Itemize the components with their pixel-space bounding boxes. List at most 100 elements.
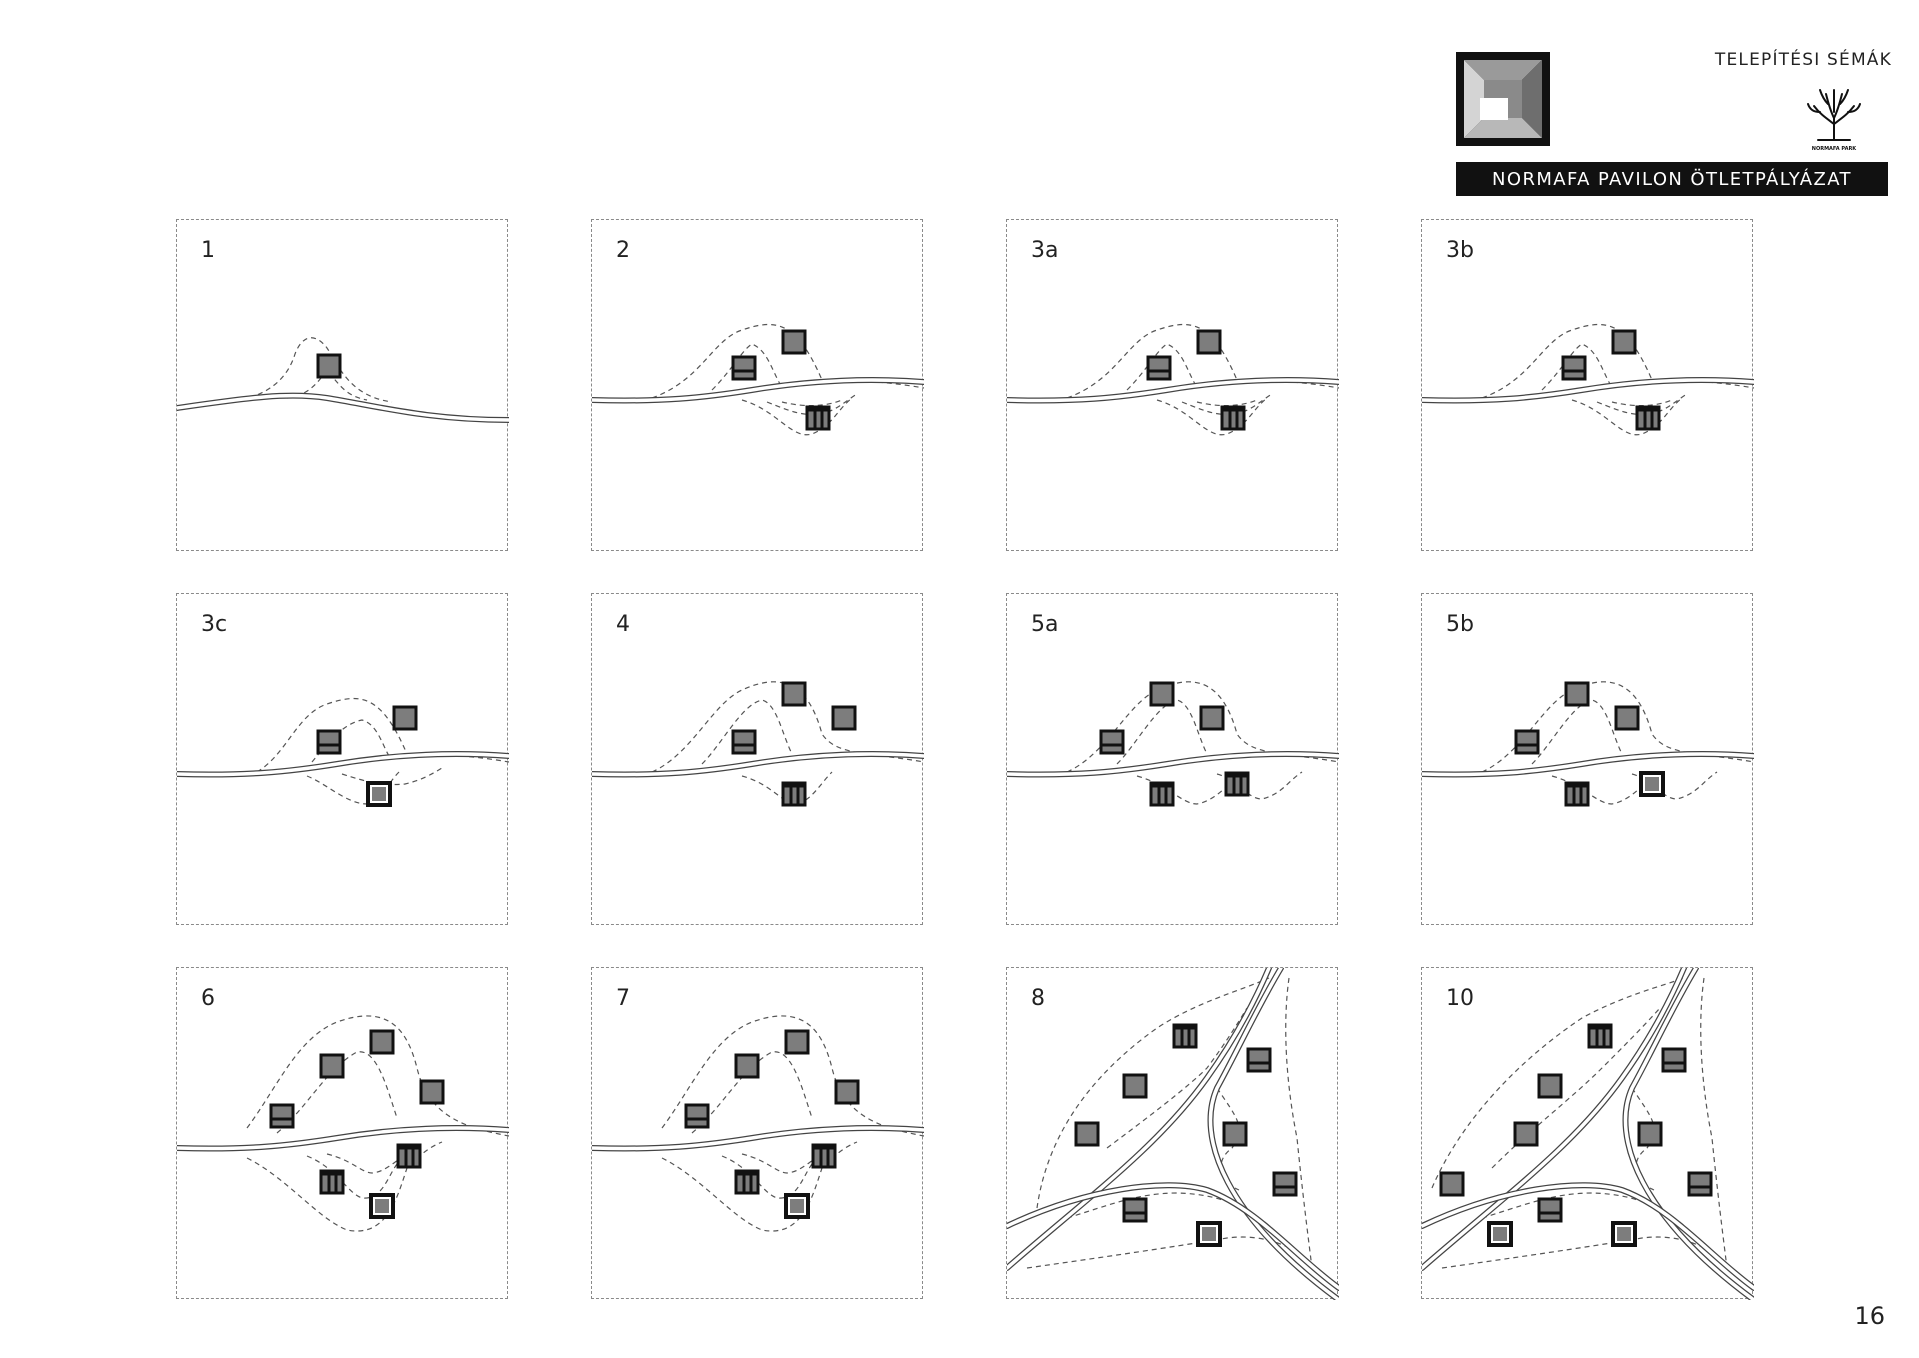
scheme-panel-5b: 5b — [1421, 593, 1754, 925]
zone-outline — [276, 1051, 398, 1134]
zone-outline — [691, 1051, 813, 1134]
page-title: NORMAFA PAVILON ÖTLETPÁLYÁZAT — [1492, 168, 1852, 190]
road-path-inner — [1007, 378, 1339, 403]
panel-label: 6 — [201, 986, 215, 1011]
panel-label: 1 — [201, 238, 215, 263]
scheme-diagram — [1007, 323, 1339, 436]
scheme-diagram — [177, 697, 509, 807]
scheme-diagram — [177, 337, 509, 423]
panel-label: 7 — [616, 986, 630, 1011]
road-path-inner — [177, 393, 509, 422]
scheme-panel-5a: 5a — [1006, 593, 1339, 925]
pavilion-building-icon — [1637, 1121, 1663, 1147]
zone-outline — [1196, 399, 1258, 407]
scheme-diagram — [1007, 968, 1339, 1300]
road-path-inner — [177, 1126, 509, 1151]
zone-outline — [701, 699, 793, 765]
pavilion-building-icon — [1611, 1221, 1637, 1247]
pavilion-building-icon — [1196, 329, 1222, 355]
scheme-diagram — [1422, 681, 1754, 807]
pavilion-building-icon — [1122, 1073, 1148, 1099]
pavilion-building-icon — [369, 1193, 395, 1219]
pavilion-logo-icon — [1456, 52, 1550, 146]
panel-label: 5a — [1031, 612, 1059, 637]
pavilion-building-icon — [319, 1169, 345, 1195]
pavilion-building-icon — [1146, 355, 1172, 381]
scheme-panel-10: 10 — [1421, 967, 1754, 1300]
zone-outline — [1156, 397, 1268, 436]
pavilion-building-icon — [1220, 405, 1246, 431]
road-path-inner — [1422, 752, 1754, 777]
zone-outline — [1285, 977, 1313, 1269]
pavilion-building-icon — [392, 705, 418, 731]
pavilion-building-icon — [784, 1193, 810, 1219]
road-path-inner — [592, 378, 924, 403]
scheme-panel-4: 4 — [591, 593, 924, 925]
pavilion-building-icon — [1099, 729, 1125, 755]
pavilion-building-icon — [1149, 781, 1175, 807]
pavilion-building-icon — [684, 1103, 710, 1129]
pavilion-building-icon — [1564, 781, 1590, 807]
pavilion-building-icon — [316, 353, 342, 379]
scheme-panel-3a: 3a — [1006, 219, 1339, 551]
road-path-inner — [1007, 1183, 1339, 1290]
road-path-inner — [1623, 968, 1754, 1300]
pavilion-building-icon — [419, 1079, 445, 1105]
pavilion-building-icon — [1074, 1121, 1100, 1147]
zone-outline — [1700, 977, 1728, 1269]
pavilion-building-icon — [781, 681, 807, 707]
road-path — [1007, 968, 1272, 1271]
pavilion-building-icon — [1661, 1047, 1687, 1073]
pavilion-building-icon — [366, 781, 392, 807]
scheme-panel-1: 1 — [176, 219, 509, 551]
pavilion-building-icon — [1635, 405, 1661, 431]
pavilion-building-icon — [1564, 681, 1590, 707]
pavilion-building-icon — [1246, 1047, 1272, 1073]
zone-outline — [1531, 699, 1623, 765]
road-path-inner — [592, 752, 924, 777]
pavilion-building-icon — [1687, 1171, 1713, 1197]
pavilion-building-icon — [319, 1053, 345, 1079]
zone-outline — [1106, 1007, 1248, 1149]
pavilion-building-icon — [1639, 771, 1665, 797]
pavilion-building-icon — [734, 1169, 760, 1195]
pavilion-building-icon — [1172, 1023, 1198, 1049]
panel-label: 2 — [616, 238, 630, 263]
scheme-panel-7: 7 — [591, 967, 924, 1299]
pavilion-building-icon — [1196, 1221, 1222, 1247]
zone-outline — [1216, 1087, 1240, 1191]
scheme-panel-8: 8 — [1006, 967, 1339, 1300]
pavilion-building-icon — [811, 1143, 837, 1169]
road-path-inner — [592, 1126, 924, 1151]
pavilion-building-icon — [1272, 1171, 1298, 1197]
pavilion-building-icon — [1611, 329, 1637, 355]
title-bar: NORMAFA PAVILON ÖTLETPÁLYÁZAT — [1456, 162, 1888, 196]
road-path — [1422, 1182, 1754, 1291]
pavilion-building-icon — [805, 405, 831, 431]
pavilion-building-icon — [731, 355, 757, 381]
pavilion-building-icon — [396, 1143, 422, 1169]
pavilion-building-icon — [1537, 1197, 1563, 1223]
zone-outline — [1551, 773, 1658, 805]
pavilion-building-icon — [831, 705, 857, 731]
road-path — [1007, 1182, 1339, 1291]
zone-outline — [1116, 699, 1208, 765]
pavilion-building-icon — [1487, 1221, 1513, 1247]
zone-outline — [231, 337, 393, 403]
panel-label: 4 — [616, 612, 630, 637]
panel-label: 10 — [1446, 986, 1474, 1011]
pavilion-building-icon — [1122, 1197, 1148, 1223]
zone-outline — [1611, 399, 1673, 407]
pavilion-building-icon — [1224, 771, 1250, 797]
pavilion-building-icon — [1537, 1073, 1563, 1099]
scheme-panel-3b: 3b — [1421, 219, 1754, 551]
pavilion-building-icon — [1587, 1023, 1613, 1049]
pavilion-building-icon — [1561, 355, 1587, 381]
zone-outline — [1126, 343, 1196, 391]
zone-outline — [741, 397, 853, 436]
pavilion-building-icon — [731, 729, 757, 755]
pavilion-building-icon — [1514, 729, 1540, 755]
pavilion-building-icon — [316, 729, 342, 755]
road-path-inner — [1007, 968, 1271, 1270]
road-path — [1422, 968, 1687, 1271]
